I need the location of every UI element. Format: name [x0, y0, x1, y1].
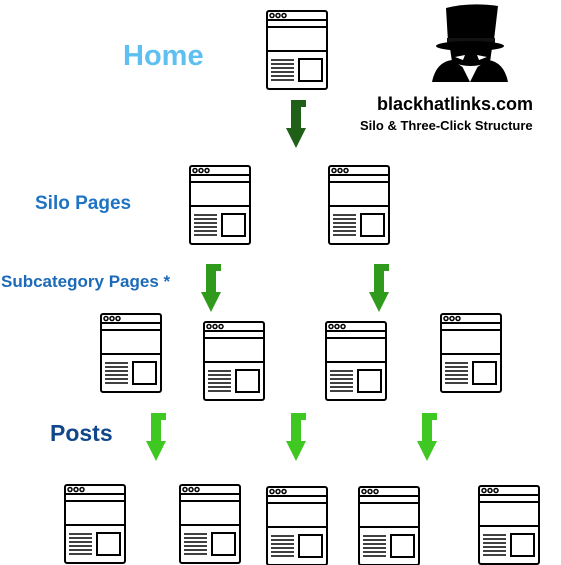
webpage-icon	[440, 313, 502, 393]
down-arrow-icon	[286, 100, 306, 148]
webpage-icon	[100, 313, 162, 393]
posts-label: Posts	[50, 420, 113, 446]
down-arrow-icon	[286, 413, 306, 461]
brand-name: blackhatlinks.com	[377, 94, 534, 114]
subcategory-pages-label: Subcategory Pages *	[1, 272, 171, 291]
webpage-icon	[358, 486, 420, 565]
down-arrow-icon	[146, 413, 166, 461]
webpage-icon	[189, 165, 251, 245]
home-label: Home	[123, 40, 204, 72]
webpage-icon	[478, 485, 540, 565]
down-arrow-icon	[201, 264, 221, 312]
webpage-icon	[266, 10, 328, 90]
down-arrow-icon	[417, 413, 437, 461]
brand-tagline: Silo & Three-Click Structure	[360, 118, 533, 133]
webpage-icon	[203, 321, 265, 401]
webpage-icon	[266, 486, 328, 565]
webpage-icon	[328, 165, 390, 245]
webpage-icon	[179, 484, 241, 564]
silo-pages-label: Silo Pages	[35, 193, 132, 214]
webpage-icon	[64, 484, 126, 564]
down-arrow-icon	[369, 264, 389, 312]
webpage-icon	[325, 321, 387, 401]
